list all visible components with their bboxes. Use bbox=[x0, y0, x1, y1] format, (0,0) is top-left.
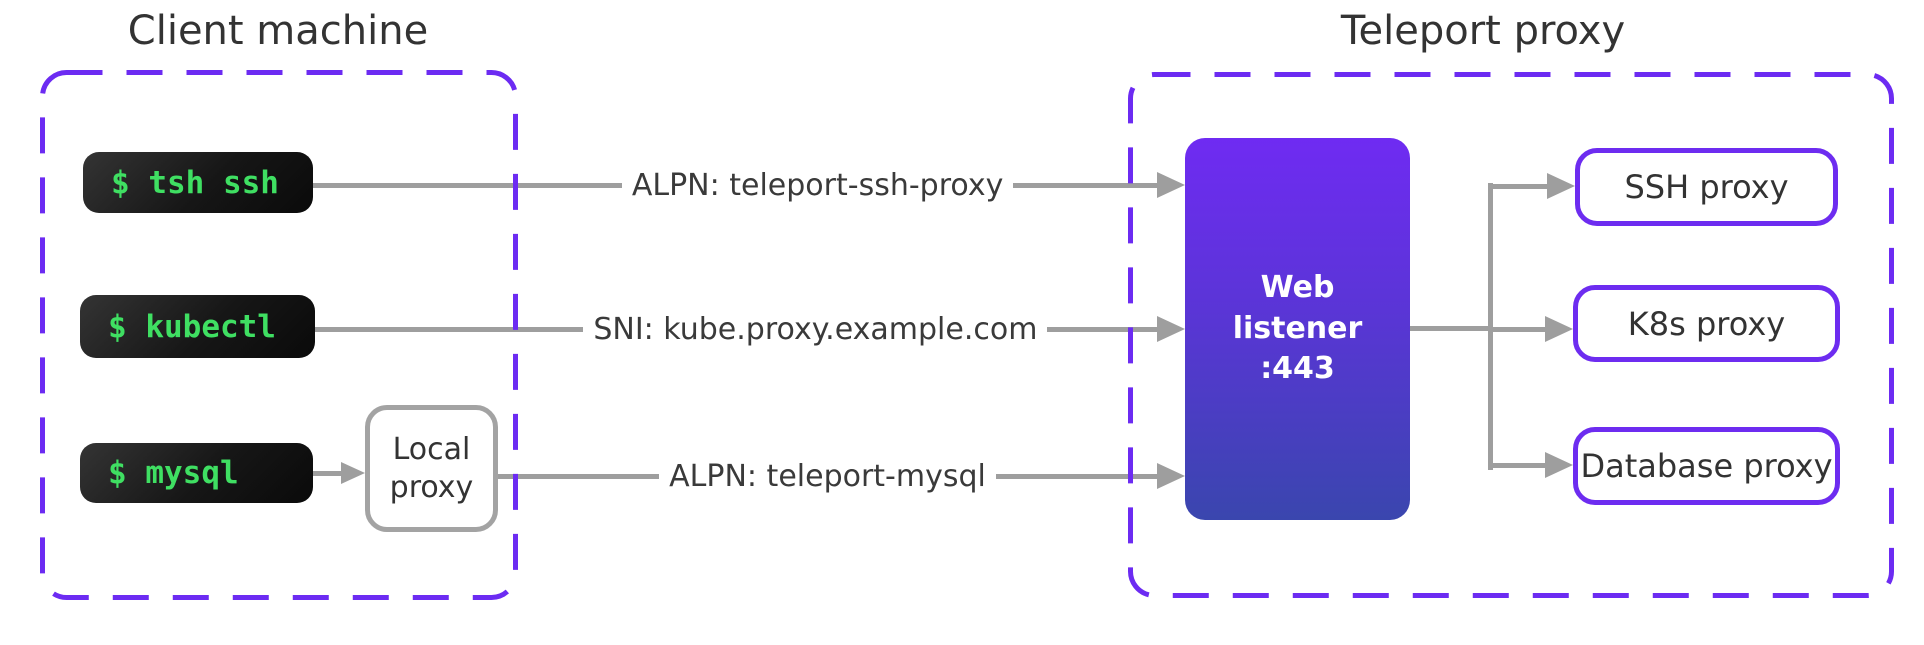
connector-line bbox=[1013, 182, 1157, 188]
proxy-box-label: Database proxy bbox=[1580, 447, 1833, 485]
proxy-box-ssh: SSH proxy bbox=[1575, 148, 1838, 226]
connector-ssh: ALPN: teleport-ssh-proxy bbox=[313, 165, 1185, 205]
web-listener-label-line3: :443 bbox=[1260, 351, 1335, 387]
local-proxy-label-line2: proxy bbox=[389, 469, 474, 505]
proxy-box-label: K8s proxy bbox=[1627, 304, 1786, 343]
branch-arrow-k8s bbox=[1488, 316, 1573, 342]
connector-line bbox=[1488, 462, 1545, 468]
branch-arrow-database bbox=[1488, 452, 1573, 478]
connector-label-alpn-mysql: ALPN: teleport-mysql bbox=[669, 458, 986, 494]
terminal-pill-mysql: $ mysql bbox=[80, 443, 313, 503]
connector-mysql: ALPN: teleport-mysql bbox=[498, 456, 1186, 496]
connector-line bbox=[1488, 183, 1547, 189]
terminal-command-label: $ kubectl bbox=[108, 308, 276, 345]
connector-line bbox=[315, 326, 584, 332]
terminal-pill-tsh-ssh: $ tsh ssh bbox=[83, 152, 313, 213]
local-proxy-box: Local proxy bbox=[365, 405, 498, 532]
client-machine-title: Client machine bbox=[127, 8, 429, 54]
web-listener-box: Web listener :443 bbox=[1185, 138, 1410, 520]
local-proxy-label-line1: Local bbox=[392, 432, 471, 467]
web-listener-label-line1: Web bbox=[1260, 270, 1335, 306]
web-listener-label-line2: listener bbox=[1232, 310, 1363, 346]
arrow-head-icon bbox=[1545, 316, 1573, 342]
client-machine-section bbox=[40, 70, 518, 600]
terminal-command-label: $ mysql bbox=[108, 455, 239, 491]
connector-label-alpn-ssh: ALPN: teleport-ssh-proxy bbox=[631, 167, 1004, 203]
arrow-head-icon bbox=[1157, 172, 1185, 198]
dashed-border bbox=[40, 70, 518, 600]
arrow-head-icon bbox=[341, 462, 365, 484]
proxy-box-k8s: K8s proxy bbox=[1573, 285, 1840, 362]
arrow-head-icon bbox=[1157, 463, 1186, 489]
connector-line bbox=[995, 473, 1158, 479]
teleport-proxy-section bbox=[1128, 72, 1894, 598]
terminal-pill-kubectl: $ kubectl bbox=[80, 295, 315, 358]
connector-line bbox=[498, 473, 660, 479]
connector-line bbox=[313, 182, 622, 188]
proxy-box-label: SSH proxy bbox=[1624, 168, 1789, 206]
connector-line bbox=[1047, 326, 1157, 332]
mysql-to-local-proxy-arrow bbox=[313, 460, 365, 486]
branch-arrow-ssh bbox=[1488, 173, 1575, 199]
arrow-head-icon bbox=[1547, 173, 1575, 199]
branch-line-horizontal bbox=[1410, 326, 1490, 331]
arrow-head-icon bbox=[1545, 452, 1573, 478]
connector-line bbox=[313, 470, 341, 476]
connector-line bbox=[1488, 326, 1545, 332]
connector-label-sni-kube: SNI: kube.proxy.example.com bbox=[593, 311, 1038, 347]
proxy-box-database: Database proxy bbox=[1573, 427, 1840, 505]
dashed-border bbox=[1128, 72, 1894, 598]
connector-kube: SNI: kube.proxy.example.com bbox=[315, 309, 1185, 349]
arrow-head-icon bbox=[1157, 316, 1185, 342]
teleport-proxy-title: Teleport proxy bbox=[1340, 8, 1626, 54]
terminal-command-label: $ tsh ssh bbox=[111, 164, 279, 201]
